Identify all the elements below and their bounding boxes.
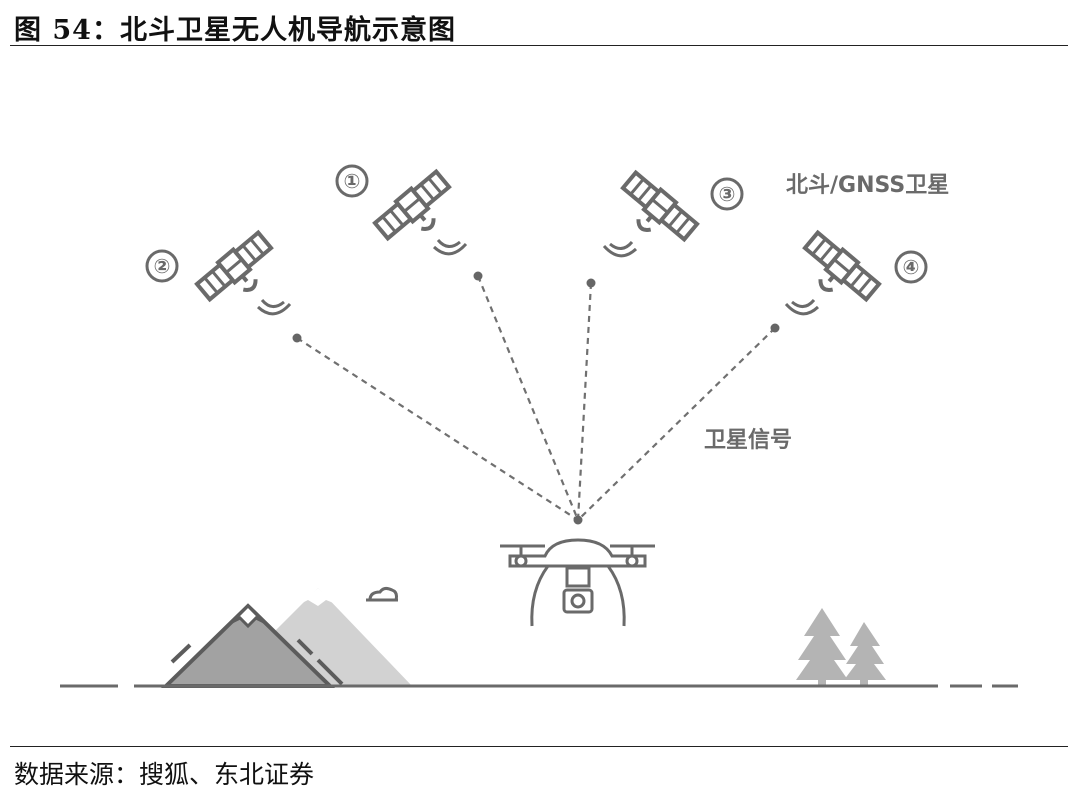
trees-icon <box>796 608 886 686</box>
signal-lines <box>296 275 776 521</box>
navigation-diagram: ② ① ③ ④ 北斗/GNSS卫星 卫星信号 <box>60 164 1018 688</box>
cloud-icon <box>366 586 398 602</box>
satellite-4-number: ④ <box>903 255 920 279</box>
bottom-divider <box>10 746 1068 747</box>
satellite-1: ① <box>335 164 468 256</box>
satellite-3: ③ <box>602 168 744 258</box>
top-divider <box>10 45 1068 46</box>
source-note: 数据来源：搜狐、东北证券 <box>14 760 315 789</box>
satellite-2-number: ② <box>154 254 171 278</box>
constellation-label: 北斗/GNSS卫星 <box>786 173 949 198</box>
figure-title: 图 54：北斗卫星无人机导航示意图 <box>14 15 456 46</box>
signal-endpoints <box>292 271 780 525</box>
drone-icon <box>500 538 655 627</box>
mountains-icon <box>161 588 412 688</box>
satellite-4: ④ <box>784 228 928 316</box>
satellite-1-number: ① <box>344 169 361 193</box>
signal-label: 卫星信号 <box>704 427 792 453</box>
satellite-2: ② <box>145 228 292 316</box>
satellite-3-number: ③ <box>719 182 736 206</box>
